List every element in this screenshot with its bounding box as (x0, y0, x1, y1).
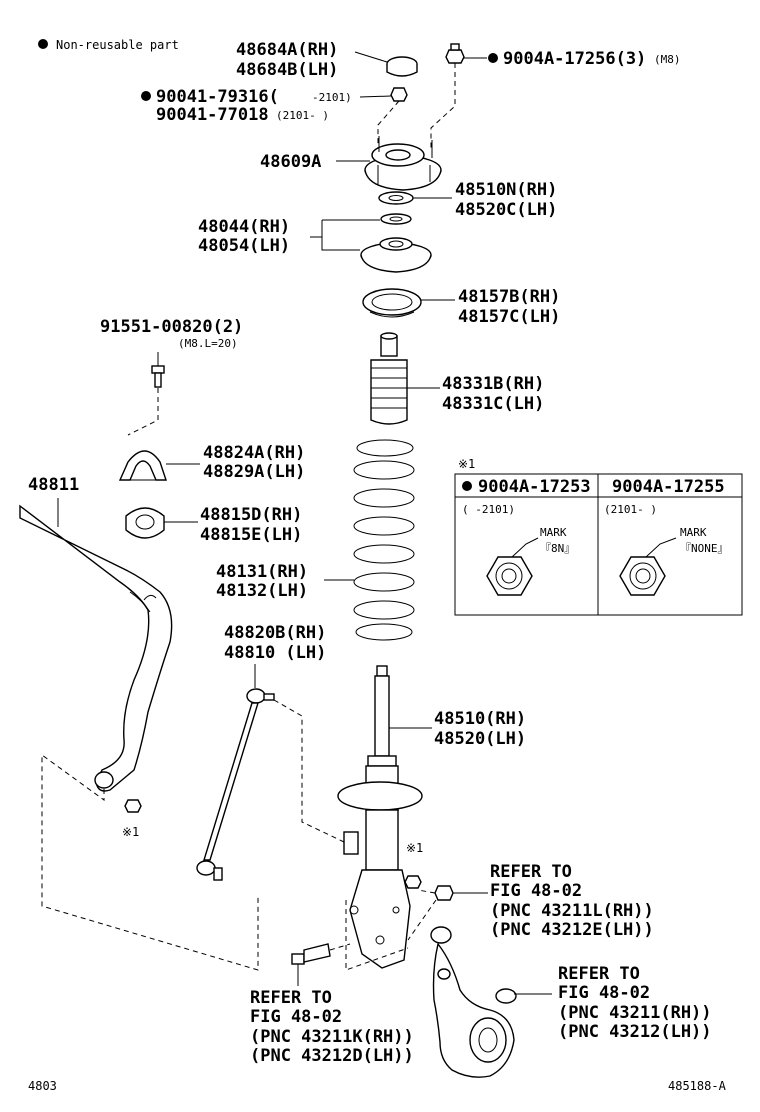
ref-mark-left: ※1 (122, 825, 139, 839)
ref-mark-strut: ※1 (406, 841, 423, 855)
nut-plain-icon (619, 537, 677, 596)
label-48157c: 48157C(LH) (458, 307, 560, 327)
label-48510n: 48510N(RH) (455, 180, 557, 200)
inset-col1-mark-label: MARK (540, 526, 567, 539)
footer-left-code: 4803 (28, 1079, 57, 1093)
label-48824a: 48824A(RH) (203, 443, 305, 463)
label-90041-77018: 90041-77018 (156, 105, 269, 125)
label-48054: 48054(LH) (198, 236, 290, 256)
svg-text:REFER TO: REFER TO (490, 862, 572, 882)
svg-text:(PNC 43211(RH)): (PNC 43211(RH)) (558, 1003, 712, 1023)
stabilizer-link-part (196, 688, 275, 881)
dust-cap-part (386, 56, 418, 77)
label-48684a: 48684A(RH) (236, 40, 338, 60)
inset-col2-mark-label: MARK (680, 526, 707, 539)
knuckle-nut (434, 885, 454, 901)
legend-dot-icon (38, 39, 48, 49)
nut-variant-table (454, 473, 743, 616)
refer-lower-right: REFER TO FIG 48-02 (PNC 43211(RH)) (PNC … (558, 964, 712, 1042)
bump-stopper-part (370, 332, 408, 425)
label-48132: 48132(LH) (216, 581, 308, 601)
label-48815d: 48815D(RH) (200, 505, 302, 525)
svg-text:REFER TO: REFER TO (558, 964, 640, 984)
nonreusable-dot-icon (488, 53, 498, 63)
inset-col1-part: 9004A-17253 (478, 477, 591, 497)
bearing-part (378, 191, 414, 205)
svg-text:(PNC 43211L(RH)): (PNC 43211L(RH)) (490, 901, 654, 921)
steering-knuckle-part (430, 926, 517, 1078)
bracket-bolt-part (151, 365, 165, 388)
label-90041-79316-range: -2101) (312, 91, 352, 104)
spring-seat-part (360, 213, 432, 273)
refer-lower-left: REFER TO FIG 48-02 (PNC 43211K(RH)) (PNC… (250, 988, 414, 1066)
nonreusable-dot-icon (462, 481, 472, 491)
coil-spring-part (353, 439, 415, 641)
label-91551: 91551-00820(2) (100, 317, 243, 337)
strut-support-part (364, 136, 442, 191)
legend-text: Non-reusable part (56, 38, 179, 52)
footer-right-code: 485188-A (668, 1079, 727, 1093)
label-90041-79316: 90041-79316( (156, 87, 279, 107)
stabilizer-bar-part (19, 504, 173, 792)
label-48157b: 48157B(RH) (458, 287, 560, 307)
knuckle-bolt-part (291, 943, 331, 965)
label-48829a: 48829A(LH) (203, 462, 305, 482)
svg-text:(PNC 43212E(LH)): (PNC 43212E(LH)) (490, 920, 654, 940)
inset-col2-range: (2101- ) (604, 503, 657, 516)
top-nut-part (445, 43, 465, 64)
stab-nut-left (124, 799, 142, 813)
stabilizer-bushing-part (125, 507, 165, 539)
refer-upper-right: REFER TO FIG 48-02 (PNC 43211L(RH)) (PNC… (453, 862, 654, 940)
svg-text:FIG 48-02: FIG 48-02 (558, 983, 650, 1003)
label-48811: 48811 (28, 475, 79, 495)
label-48684b: 48684B(LH) (236, 60, 338, 80)
label-48520c: 48520C(LH) (455, 200, 557, 220)
svg-text:FIG 48-02: FIG 48-02 (250, 1007, 342, 1027)
inset-col2-mark-value: 『NONE』 (680, 542, 729, 555)
spring-insulator-part (362, 288, 422, 318)
label-48331c: 48331C(LH) (442, 394, 544, 414)
inset-col2-part: 9004A-17255 (612, 477, 725, 497)
nut-8n-icon (486, 537, 539, 596)
label-48815e: 48815E(LH) (200, 525, 302, 545)
label-48044: 48044(RH) (198, 217, 290, 237)
label-9004a-17256-note: (M8) (654, 53, 681, 66)
inset-col1-range: ( -2101) (462, 503, 515, 516)
stabilizer-bracket-part (118, 450, 167, 481)
label-48510: 48510(RH) (434, 709, 526, 729)
label-48520: 48520(LH) (434, 729, 526, 749)
inset-mark: ※1 (458, 457, 475, 471)
label-90041-77018-range: (2101- ) (276, 109, 329, 122)
label-48609a: 48609A (260, 152, 321, 172)
label-48820b: 48820B(RH) (224, 623, 326, 643)
label-48331b: 48331B(RH) (442, 374, 544, 394)
svg-text:(PNC 43211K(RH)): (PNC 43211K(RH)) (250, 1027, 414, 1047)
svg-text:(PNC 43212(LH)): (PNC 43212(LH)) (558, 1022, 712, 1042)
label-91551-note: (M8.L=20) (178, 337, 238, 350)
svg-text:FIG 48-02: FIG 48-02 (490, 881, 582, 901)
shock-absorber-part (337, 665, 423, 969)
strut-nut (404, 875, 422, 889)
svg-text:(PNC 43212D(LH)): (PNC 43212D(LH)) (250, 1046, 414, 1066)
label-48810: 48810 (LH) (224, 643, 326, 663)
nonreusable-dot-icon (141, 91, 151, 101)
small-nut-part (390, 87, 408, 102)
label-9004a-17256: 9004A-17256(3) (503, 49, 646, 69)
svg-text:REFER TO: REFER TO (250, 988, 332, 1008)
inset-col1-mark-value: 『8N』 (540, 542, 575, 555)
label-48131: 48131(RH) (216, 562, 308, 582)
